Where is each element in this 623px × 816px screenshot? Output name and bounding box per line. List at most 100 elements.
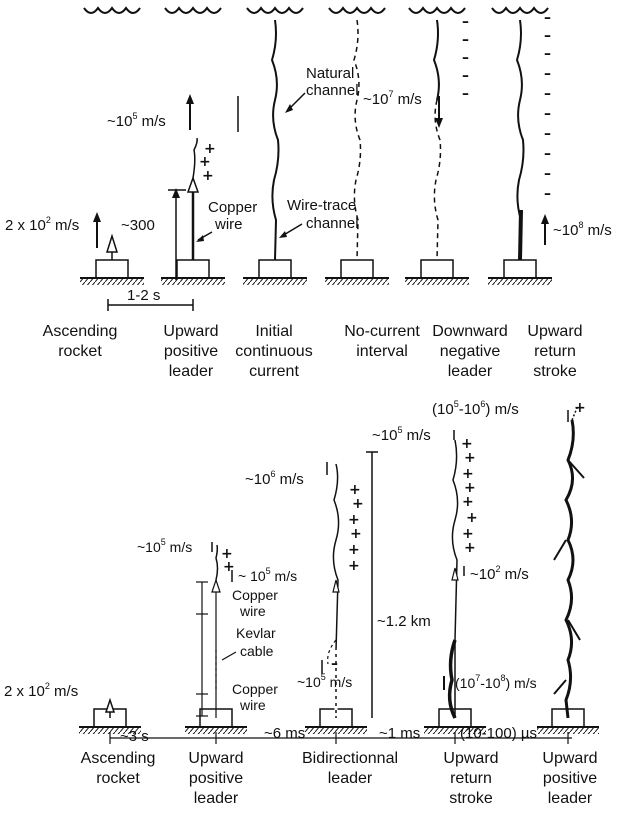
caption-line: leader (448, 363, 493, 380)
plus-symbol: + (202, 168, 214, 184)
minus-symbol: – (544, 106, 551, 122)
caption-line: leader (194, 790, 239, 807)
cloud-icon (409, 8, 465, 13)
caption-line: Bidirectionnal (302, 750, 398, 767)
label-b-speed-1e2: ~102 m/s (470, 564, 529, 583)
label-b-wire1: wire (239, 603, 266, 619)
label-b-t-6ms: ~6 ms (264, 725, 305, 742)
cloud-row-top (84, 8, 548, 13)
label-b-cable: cable (240, 643, 274, 659)
caption-line: Downward (432, 323, 508, 340)
cloud-icon (84, 8, 140, 13)
caption-line: Upward (443, 750, 498, 767)
caption-line: positive (189, 770, 243, 787)
ascending-rocket-top (107, 236, 117, 260)
label-b-copper1: Copper (232, 587, 278, 603)
label-height-300: ~300 (121, 217, 155, 234)
caption-line: positive (543, 770, 597, 787)
label-b-speed-down: ~105 m/s (297, 672, 352, 690)
ground-hatch (161, 279, 225, 285)
caption-line: leader (328, 770, 373, 787)
label-speed-1e8: ~108 m/s (553, 220, 612, 239)
natural-channel-top (272, 20, 279, 260)
downward-leader-solid (434, 20, 439, 100)
ground-row-top (80, 260, 552, 285)
caption-line: Upward (163, 323, 218, 340)
minus-symbol: – (544, 166, 551, 182)
caption-line: stroke (533, 363, 577, 380)
minus-symbol: – (462, 50, 469, 66)
plus-symbol: + (223, 559, 235, 575)
minus-symbol: – (544, 28, 551, 44)
plus-symbol: + (466, 510, 478, 526)
arrow-head (186, 94, 194, 104)
ground-hatch (243, 279, 307, 285)
caption-line: rocket (96, 770, 140, 787)
negative-charges-downward: ––––– (462, 14, 469, 102)
captions-bottom: AscendingrocketUpwardpositiveleaderBidir… (81, 750, 598, 807)
plus-symbol: + (464, 450, 476, 466)
caption-line: Upward (542, 750, 597, 767)
caption-line: negative (440, 343, 501, 360)
cloud-icon (247, 8, 303, 13)
arrow-head (541, 214, 549, 224)
ground-hatch (488, 279, 552, 285)
launch-base (421, 260, 453, 278)
caption-line: Upward (527, 323, 582, 340)
label-b-speed-2e2: 2 x 102 m/s (4, 681, 78, 700)
pointer-kevlar (222, 652, 236, 660)
minus-symbol: – (544, 126, 551, 142)
plus-symbol: + (350, 526, 362, 542)
caption-line: current (249, 363, 299, 380)
leader-right-branch-2 (554, 540, 566, 560)
caption-line: rocket (58, 343, 102, 360)
minus-symbol: – (544, 86, 551, 102)
label-b-speed-1e5-left: ~105 m/s (137, 537, 192, 555)
label-copper: Copper (208, 199, 257, 216)
label-speed-2e2: 2 x 102 m/s (5, 215, 79, 234)
minus-symbol: – (462, 14, 469, 30)
minus-symbol: – (544, 66, 551, 82)
label-b-copper2: Copper (232, 681, 278, 697)
plus-symbol: + (574, 400, 586, 416)
minus-symbol: – (544, 186, 551, 202)
cloud-icon (165, 8, 221, 13)
caption-line: leader (169, 363, 214, 380)
caption-line: return (450, 770, 492, 787)
cloud-icon (329, 8, 385, 13)
ground-hatch (405, 279, 469, 285)
label-channel: channel (306, 82, 359, 99)
label-b-range-low: (107-108) m/s (455, 673, 537, 691)
minus-symbol: – (331, 656, 338, 672)
minus-symbol: – (462, 32, 469, 48)
plus-symbol: + (352, 496, 364, 512)
caption-line: return (534, 343, 576, 360)
label-speed-1e7: ~107 m/s (363, 89, 422, 108)
caption-line: continuous (235, 343, 312, 360)
label-wire-trace-channel: channel (306, 215, 359, 232)
label-b-speed-1e6: ~106 m/s (245, 469, 304, 488)
captions-top: AscendingrocketUpwardpositiveleaderIniti… (43, 323, 583, 380)
speed-arrow-head (93, 212, 101, 222)
ground-hatch (80, 279, 144, 285)
label-b-t-us: (10-100) µs (460, 725, 537, 742)
label-b-range-top: (105-106) m/s (432, 399, 519, 418)
label-b-wire2: wire (239, 697, 266, 713)
plus-symbol: + (348, 558, 360, 574)
caption-line: interval (356, 343, 408, 360)
minus-symbol: – (462, 68, 469, 84)
negative-charges-return: –––––––––– (544, 10, 551, 202)
label-b-height: ~1.2 km (377, 613, 431, 630)
return-stroke-thick (520, 210, 521, 260)
minus-symbol: – (544, 146, 551, 162)
launch-base (177, 260, 209, 278)
caption-line: Upward (188, 750, 243, 767)
caption-line: Initial (255, 323, 292, 340)
launch-base (96, 260, 128, 278)
arrow-head (196, 235, 204, 242)
label-wire-trace: Wire-trace (287, 197, 356, 214)
caption-line: Ascending (43, 323, 118, 340)
label-speed-1e5: ~105 m/s (107, 111, 166, 130)
label-b-t-3s: ~3 s (120, 728, 149, 745)
minus-symbol: – (544, 46, 551, 62)
